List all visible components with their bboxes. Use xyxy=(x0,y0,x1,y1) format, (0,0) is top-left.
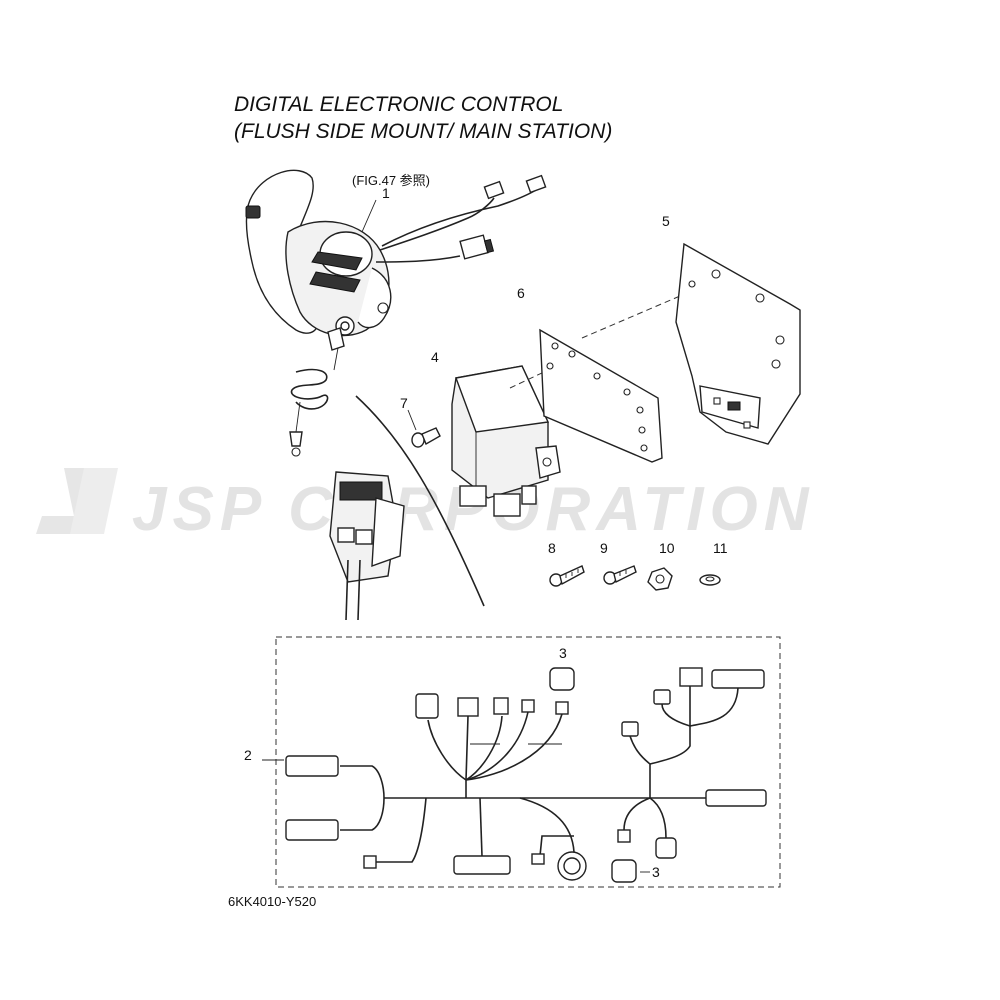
harness-connector-g xyxy=(653,689,671,705)
harness-connector-bottom-wide xyxy=(453,855,511,875)
harness-connector-k xyxy=(655,837,677,859)
callout-1: 1 xyxy=(382,185,390,201)
part-8-screw xyxy=(549,565,585,587)
harness-connector-d xyxy=(521,699,535,713)
harness-connector-f xyxy=(621,721,639,737)
diagram-code: 6KK4010-Y520 xyxy=(228,894,316,909)
part-3-connector-upper xyxy=(549,667,575,691)
harness-connector-a xyxy=(415,693,439,719)
callout-4: 4 xyxy=(431,349,439,365)
callout-3-upper: 3 xyxy=(559,645,567,661)
harness-connector-small-bottom xyxy=(531,853,545,865)
lanyard-clip xyxy=(289,431,303,447)
callout-8: 8 xyxy=(548,540,556,556)
part-4-control-module xyxy=(451,365,561,517)
reference-note: (FIG.47 参照) xyxy=(352,173,430,188)
part-6-mounting-plate xyxy=(539,295,681,463)
part-3-connector-lower xyxy=(611,859,637,883)
callout-7: 7 xyxy=(400,395,408,411)
harness-connector-c xyxy=(493,697,509,715)
harness-connector-b xyxy=(457,697,479,717)
callout-3-lower: 3 xyxy=(652,864,660,880)
part-11-washer xyxy=(699,574,721,586)
part-2-wire-harness xyxy=(262,636,781,888)
callout-10: 10 xyxy=(659,540,675,556)
watermark: JSP CORPORATION xyxy=(36,468,809,544)
harness-connector-h xyxy=(679,667,703,687)
lanyard-coil xyxy=(290,368,329,410)
inset-mounted-module xyxy=(329,395,485,621)
diagram-title-line1: DIGITAL ELECTRONIC CONTROL xyxy=(234,93,563,116)
callout-2: 2 xyxy=(244,747,252,763)
harness-frame xyxy=(275,636,781,888)
harness-connector-left-lower xyxy=(285,819,339,841)
part-10-nut xyxy=(647,567,673,591)
part-9-screw xyxy=(603,565,637,585)
diagram-title-line2: (FLUSH SIDE MOUNT/ MAIN STATION) xyxy=(234,120,612,143)
part-5-bracket xyxy=(675,242,801,445)
part-7-bolt xyxy=(407,409,441,448)
lever-button xyxy=(245,205,261,219)
callout-11: 11 xyxy=(713,540,728,556)
lever-connector xyxy=(459,234,489,260)
callout-9: 9 xyxy=(600,540,608,556)
callout-5: 5 xyxy=(662,213,670,229)
harness-connector-small-left xyxy=(363,855,377,869)
harness-connector-j xyxy=(617,829,631,843)
callout-6: 6 xyxy=(517,285,525,301)
harness-connector-left-upper xyxy=(285,755,339,777)
harness-connector-right-long xyxy=(705,789,767,807)
harness-connector-i xyxy=(711,669,765,689)
harness-connector-e xyxy=(555,701,569,715)
part-1-control-lever xyxy=(245,169,547,457)
